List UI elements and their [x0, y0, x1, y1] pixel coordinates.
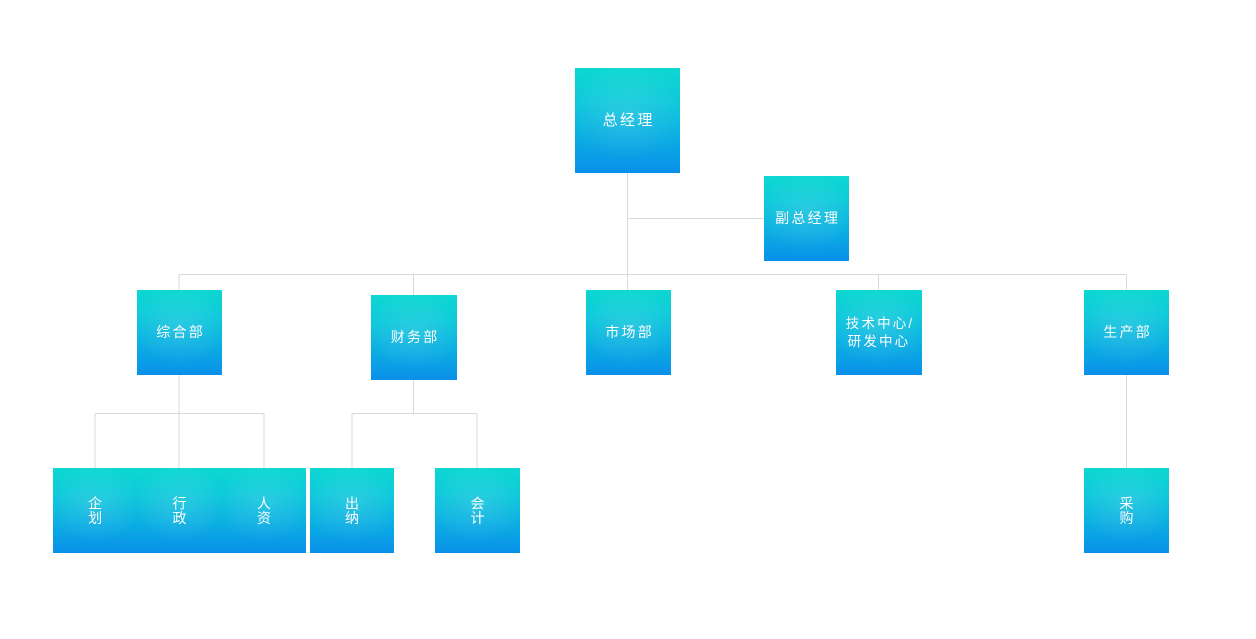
node-human-resources[interactable]: 人资: [221, 468, 306, 553]
node-administration[interactable]: 行政: [137, 468, 222, 553]
node-tech-center[interactable]: 技术中心/ 研发中心: [836, 290, 922, 375]
node-deputy-general-manager-label: 副总经理: [775, 209, 841, 226]
node-procurement[interactable]: 采购: [1084, 468, 1169, 553]
node-production[interactable]: 生产部: [1084, 290, 1169, 375]
node-accounting[interactable]: 会计: [435, 468, 520, 553]
node-administration-label: 行政: [171, 495, 188, 526]
node-accounting-label: 会计: [469, 495, 486, 526]
node-marketing-label: 市场部: [605, 323, 654, 340]
node-general-affairs-label: 综合部: [156, 323, 205, 340]
general-affairs-children-band: 企划 行政 人资: [53, 468, 306, 553]
node-general-affairs[interactable]: 综合部: [137, 290, 222, 375]
node-general-manager[interactable]: 总经理: [575, 68, 680, 173]
node-finance-label: 财务部: [390, 328, 440, 345]
node-production-label: 生产部: [1103, 323, 1152, 340]
node-marketing[interactable]: 市场部: [586, 290, 671, 375]
node-cashier[interactable]: 出纳: [310, 468, 394, 553]
node-procurement-label: 采购: [1118, 495, 1135, 526]
node-cashier-label: 出纳: [344, 495, 360, 526]
node-human-resources-label: 人资: [255, 495, 272, 526]
node-deputy-general-manager[interactable]: 副总经理: [764, 176, 849, 261]
node-general-manager-label: 总经理: [602, 111, 655, 129]
node-planning[interactable]: 企划: [53, 468, 138, 553]
node-planning-label: 企划: [87, 495, 104, 526]
node-tech-center-label: 技术中心/ 研发中心: [845, 316, 915, 349]
node-finance[interactable]: 财务部: [371, 295, 457, 380]
